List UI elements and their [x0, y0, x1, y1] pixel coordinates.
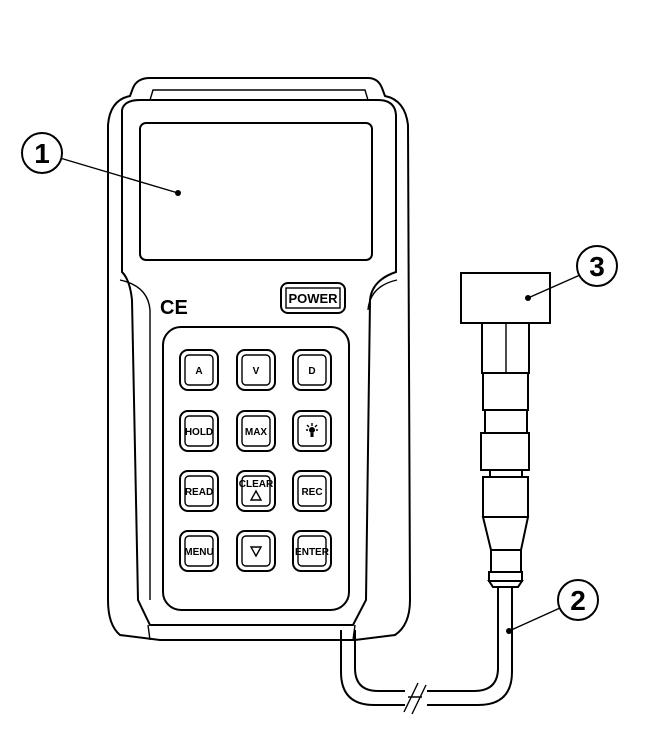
key-menu[interactable]: MENU: [179, 530, 219, 572]
down-triangle-icon: [249, 546, 263, 558]
key-hold[interactable]: HOLD: [179, 410, 219, 452]
light-icon: [306, 423, 318, 437]
key-down-triangle-icon[interactable]: [236, 530, 276, 572]
svg-text:1: 1: [34, 138, 50, 169]
key-label: REC: [301, 487, 322, 498]
svg-text:2: 2: [570, 585, 586, 616]
key-rec[interactable]: REC: [292, 470, 332, 512]
ce-mark: CE: [160, 297, 188, 319]
keypad: A V D HOLD MAX READ CLEAR REC MENU ENTER: [179, 349, 332, 572]
key-label: D: [308, 366, 315, 377]
key-light-icon[interactable]: [292, 410, 332, 452]
key-d[interactable]: D: [292, 349, 332, 391]
power-button[interactable]: POWER: [280, 282, 346, 314]
svg-text:POWER: POWER: [288, 291, 338, 306]
key-label: HOLD: [185, 427, 213, 438]
svg-text:3: 3: [589, 251, 605, 282]
callout-2: 2: [506, 579, 599, 634]
probe: [460, 272, 551, 588]
key-label: READ: [185, 487, 213, 498]
callout-1: 1: [21, 132, 181, 196]
key-max[interactable]: MAX: [236, 410, 276, 452]
key-read[interactable]: READ: [179, 470, 219, 512]
key-label: MENU: [184, 547, 213, 558]
key-v[interactable]: V: [236, 349, 276, 391]
key-enter[interactable]: ENTER: [292, 530, 332, 572]
key-label: MAX: [245, 427, 268, 438]
key-label: A: [195, 366, 202, 377]
callout-3: 3: [525, 245, 618, 301]
key-a[interactable]: A: [179, 349, 219, 391]
key-label: ENTER: [295, 547, 330, 558]
key-label: CLEAR: [239, 479, 274, 490]
key-clear[interactable]: CLEAR: [236, 470, 276, 512]
key-label: V: [253, 366, 260, 377]
probe-head: [460, 272, 551, 324]
up-triangle-icon: [249, 489, 263, 501]
cable: [340, 586, 513, 715]
lcd-display: [139, 122, 373, 261]
